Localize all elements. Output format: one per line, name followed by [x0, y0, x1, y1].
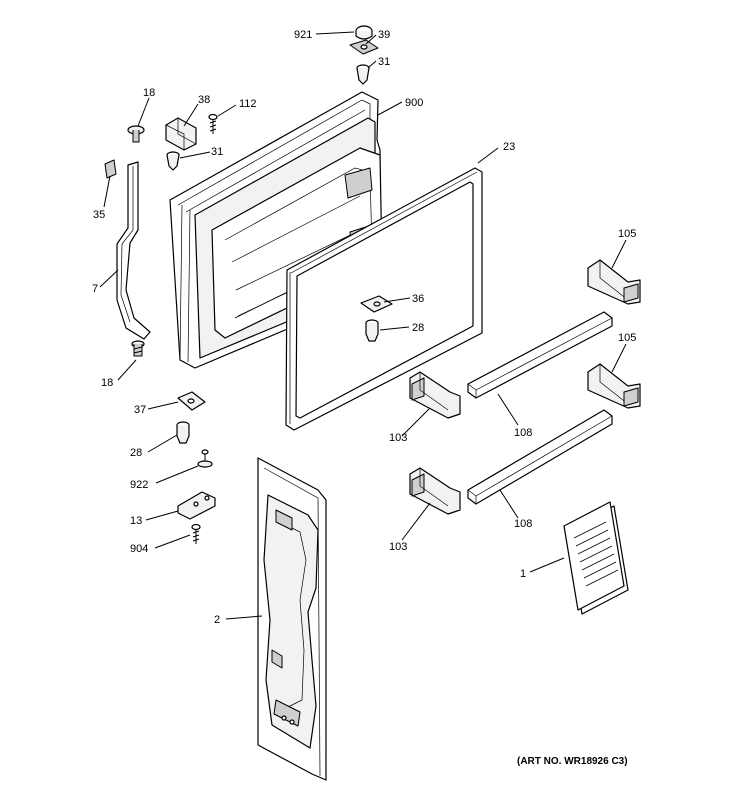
callout-31-top: 31 [378, 56, 390, 68]
callout-922: 922 [130, 479, 148, 491]
part-112 [208, 113, 218, 134]
part-922 [197, 449, 213, 468]
handle-7 [116, 161, 151, 340]
callout-1: 1 [520, 568, 526, 580]
part-28-left [176, 421, 190, 444]
callout-112: 112 [239, 98, 257, 110]
bar-108-lower [467, 409, 613, 505]
callout-labels: 921 39 31 18 38 112 900 31 23 35 7 105 3… [92, 29, 636, 626]
cap-103-lower [409, 467, 461, 515]
manual-1 [563, 501, 629, 615]
leader-lines [99, 31, 627, 620]
callout-7: 7 [92, 283, 98, 295]
part-921 [355, 25, 373, 40]
part-38 [165, 117, 197, 151]
callout-904: 904 [130, 543, 148, 555]
art-number: (ART NO. WR18926 C3) [517, 756, 628, 767]
callout-36: 36 [412, 293, 424, 305]
fresh-food-door-2 [257, 457, 327, 781]
callout-921: 921 [294, 29, 312, 41]
part-31-top [356, 64, 370, 85]
callout-39: 39 [378, 29, 390, 41]
callout-105-upper: 105 [618, 228, 636, 240]
part-36 [360, 295, 393, 313]
callout-2: 2 [214, 614, 220, 626]
callout-105-lower: 105 [618, 332, 636, 344]
bar-108-upper [467, 311, 613, 399]
part-18-top [127, 125, 145, 143]
part-28-center [365, 319, 379, 342]
callout-103-upper: 103 [389, 432, 407, 444]
part-37 [177, 391, 206, 411]
callout-18-top: 18 [143, 87, 155, 99]
part-35 [104, 159, 117, 179]
callout-23: 23 [503, 141, 515, 153]
cap-105-lower [587, 363, 641, 409]
part-13 [177, 491, 216, 520]
callout-28-left: 28 [130, 447, 142, 459]
callout-35: 35 [93, 209, 105, 221]
callout-13: 13 [130, 515, 142, 527]
callout-900: 900 [405, 97, 423, 109]
callout-103-lower: 103 [389, 541, 407, 553]
callout-108-upper: 108 [514, 427, 532, 439]
part-904 [191, 523, 201, 544]
callout-18-bottom: 18 [101, 377, 113, 389]
cap-105-upper [587, 259, 641, 305]
callout-38: 38 [198, 94, 210, 106]
part-18-bottom [131, 340, 145, 357]
callout-31-left: 31 [211, 146, 223, 158]
part-31-left [166, 151, 180, 171]
part-39 [349, 39, 379, 55]
callout-37: 37 [134, 404, 146, 416]
cap-103-upper [409, 371, 461, 419]
callout-108-lower: 108 [514, 518, 532, 530]
callout-28-center: 28 [412, 322, 424, 334]
